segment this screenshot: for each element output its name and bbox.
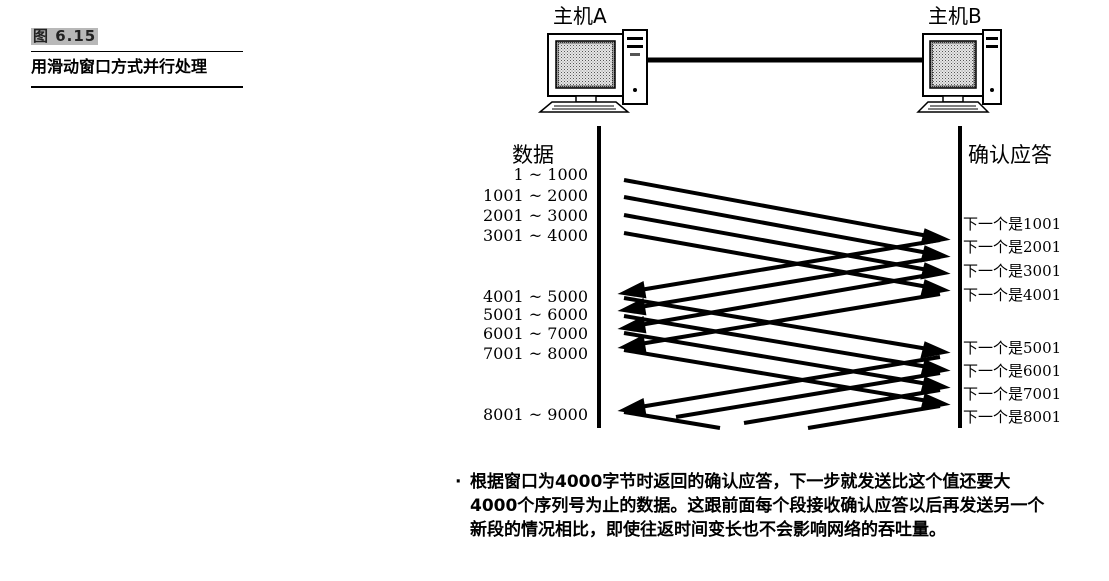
arrow-ack-5001: [617, 355, 941, 416]
arrow-ack-4001: [617, 292, 941, 353]
segment-label: 2001 ~ 3000: [482, 206, 588, 225]
computer-icon-host-b: [916, 29, 1002, 113]
ack-prefix: 下一个是: [963, 286, 1024, 304]
ack-prefix: 下一个是: [963, 362, 1024, 380]
ack-number: 5001: [1023, 339, 1062, 357]
segment-label: 7001 ~ 8000: [482, 344, 588, 363]
arrow-ack-8001: [807, 404, 941, 430]
explanation-note: · 根据窗口为4000字节时返回的确认应答，下一步就发送比这个值还要大4000个…: [455, 470, 1055, 542]
ack-label: 下一个是5001: [963, 339, 1061, 358]
arrow-data-3001-4000: [623, 231, 951, 297]
explanation-text: 根据窗口为4000字节时返回的确认应答，下一步就发送比这个值还要大4000个序列…: [470, 472, 1045, 540]
arrow-ack-2001: [617, 255, 941, 316]
ack-number: 2001: [1023, 238, 1062, 256]
segment-label: 6001 ~ 7000: [482, 324, 588, 343]
segment-label: 8001 ~ 9000: [482, 405, 588, 424]
host-a-label: 主机A: [553, 4, 607, 28]
ack-prefix: 下一个是: [963, 385, 1024, 403]
arrow-data-6001-7000: [623, 331, 951, 394]
segment-label: 5001 ~ 6000: [482, 305, 588, 324]
arrow-ack-7001: [743, 388, 941, 425]
arrow-data-5001-6000: [623, 314, 951, 377]
ack-prefix: 下一个是: [963, 238, 1024, 256]
arrow-ack-3001: [617, 271, 941, 334]
segment-label: 1001 ~ 2000: [482, 186, 588, 205]
ack-prefix: 下一个是: [963, 339, 1024, 357]
arrow-ack-6001: [675, 371, 941, 419]
ack-label: 下一个是2001: [963, 238, 1061, 257]
arrow-ack-1001: [617, 238, 941, 299]
ack-label: 下一个是4001: [963, 286, 1061, 305]
segment-label: 1 ~ 1000: [513, 165, 588, 184]
computer-icon-host-a: [537, 29, 648, 113]
segment-label: 4001 ~ 5000: [482, 287, 588, 306]
ack-prefix: 下一个是: [963, 262, 1024, 280]
ack-prefix: 下一个是: [963, 408, 1024, 426]
caption-top-rule: [31, 51, 243, 52]
ack-label: 下一个是7001: [963, 385, 1061, 404]
ack-label: 下一个是6001: [963, 362, 1061, 381]
ack-number: 1001: [1023, 215, 1062, 233]
figure-number: 图 6.15: [31, 27, 99, 45]
data-heading: 数据: [512, 143, 554, 167]
arrow-data-4001-5000: [623, 296, 951, 359]
ack-number: 3001: [1023, 262, 1062, 280]
figure-title: 用滑动窗口方式并行处理: [31, 57, 208, 76]
ack-prefix: 下一个是: [963, 215, 1024, 233]
segment-label: 3001 ~ 4000: [482, 226, 588, 245]
ack-number: 8001: [1023, 408, 1062, 426]
arrow-data-8001-9000: [623, 410, 721, 430]
ack-heading: 确认应答: [968, 143, 1052, 167]
ack-label: 下一个是3001: [963, 262, 1061, 281]
host-b-label: 主机B: [928, 4, 982, 28]
caption-bottom-rule: [31, 86, 243, 88]
ack-label: 下一个是8001: [963, 408, 1061, 427]
ack-number: 6001: [1023, 362, 1062, 380]
ack-number: 7001: [1023, 385, 1062, 403]
arrow-data-1-1000: [623, 178, 951, 246]
bullet-mark: ·: [455, 472, 462, 492]
ack-number: 4001: [1023, 286, 1062, 304]
ack-label: 下一个是1001: [963, 215, 1061, 234]
